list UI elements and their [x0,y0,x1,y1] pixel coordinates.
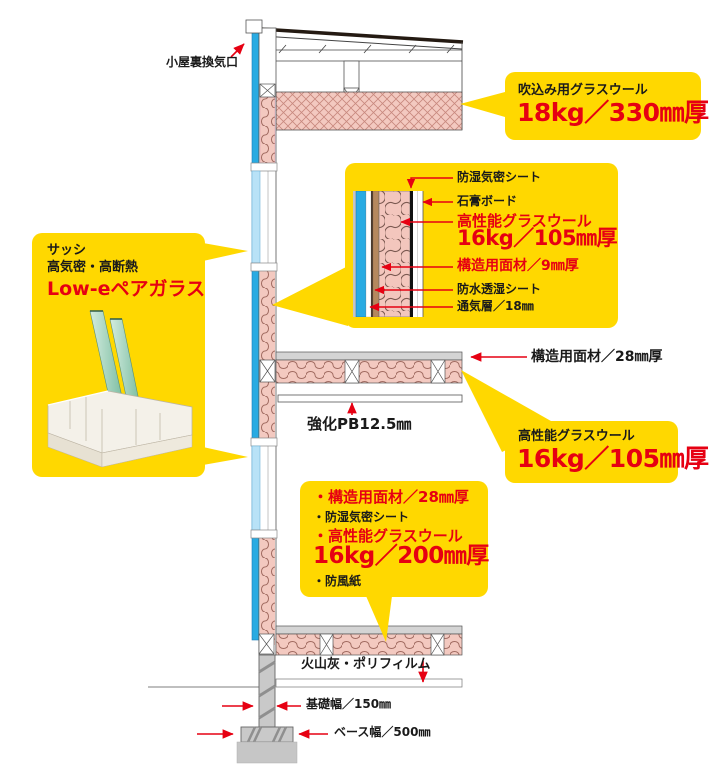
poly-film-board [275,678,463,688]
ceiling-callout: 吹込み用グラスウール 18kg／330㎜厚 [505,72,709,140]
floor-callout: 高性能グラスウール 16kg／105㎜厚 [505,421,709,483]
red-arrows [197,43,527,739]
sash-callout-tail-bottom [203,447,248,465]
floor-callout-title: 高性能グラスウール [518,429,635,444]
layer-label-glasswool: 高性能グラスウール [457,212,592,230]
layer-label-gypsum-board: 石膏ボード [457,194,518,208]
layer-label-structural-panel: 構造用面材／9㎜厚 [457,258,579,274]
sash-cutaway-illustration [47,310,193,468]
lower-wall-item-vapor-sheet: ・防湿気密シート [313,510,410,524]
second-floor [275,351,463,403]
window-2 [250,437,278,539]
lower-wall-item-windbreak-paper: ・防風紙 [313,574,362,588]
attic-vent-cap [245,19,263,34]
foundation-width-label: 基礎幅／150㎜ [306,697,392,711]
volcanic-ash-film-label: 火山灰・ポリフィルム [301,657,431,672]
ceiling-callout-value: 18kg／330㎜厚 [517,98,709,127]
foundation-base-block [236,741,298,764]
blocking-x-midfloor [259,359,276,383]
floor-callout-value: 16kg／105㎜厚 [517,444,709,473]
reinforced-pb-label: 強化PB12.5㎜ [307,415,412,433]
layer-label-waterproof-sheet: 防水透湿シート [457,282,542,296]
wall-detail-arrows [369,177,453,312]
inset-glasswool-layer [378,191,411,317]
attic-vent-label: 小屋裏換気口 [166,55,239,69]
lower-wall-item-glasswool: ・高性能グラスウール [313,527,463,545]
first-floor [275,625,463,688]
sash-callout: サッシ 高気密・高断熱 Low-eペアガラス [32,233,205,477]
inset-gypsum-layer [413,191,423,317]
sash-callout-tail-top [203,243,248,261]
blocking-x-firstfloor [258,633,275,655]
inset-outer-trim [353,191,356,317]
inset-waterproof-sheet-layer [371,191,373,317]
base-width-label: ベース幅／500㎜ [334,725,431,739]
ceiling-callout-title: 吹込み用グラスウール [518,83,648,98]
attic-vent-arrow [230,43,245,58]
lower-wall-item-structural-panel: ・構造用面材／28㎜厚 [313,488,469,506]
wall-detail-callout: 防湿気密シート 石膏ボード 高性能グラスウール 16kg／105㎜厚 構造用面材… [345,163,618,328]
layer-label-air-gap: 通気層／18㎜ [457,299,534,313]
frame-bottom-face [101,434,193,468]
blocking-x-top [259,83,276,98]
wall-layers-inset [353,191,424,317]
ceiling-insulation [275,91,463,131]
sash-subtitle: 高気密・高断熱 [47,260,139,275]
wall-detail-callout-tail [272,266,348,326]
inset-vapor-barrier-layer [410,191,413,317]
structural-panel-28-label: 構造用面材／28㎜厚 [531,349,663,365]
foundation [236,654,298,764]
layer-label-glasswool-spec: 16kg／105㎜厚 [457,226,618,250]
lower-wall-item-glasswool-spec: 16kg／200㎜厚 [313,543,489,569]
lower-wall-callout: ・構造用面材／28㎜厚 ・防湿気密シート ・高性能グラスウール 16kg／200… [300,481,489,597]
sash-title: サッシ [47,243,87,258]
layer-label-vapor-barrier: 防湿気密シート [457,170,542,184]
lower-wall-callout-tail [366,596,392,642]
ceiling-callout-tail [460,92,505,117]
window-1 [250,162,278,272]
sash-glass-type: Low-eペアガラス [47,278,206,300]
reinforced-pb-board [277,394,463,403]
